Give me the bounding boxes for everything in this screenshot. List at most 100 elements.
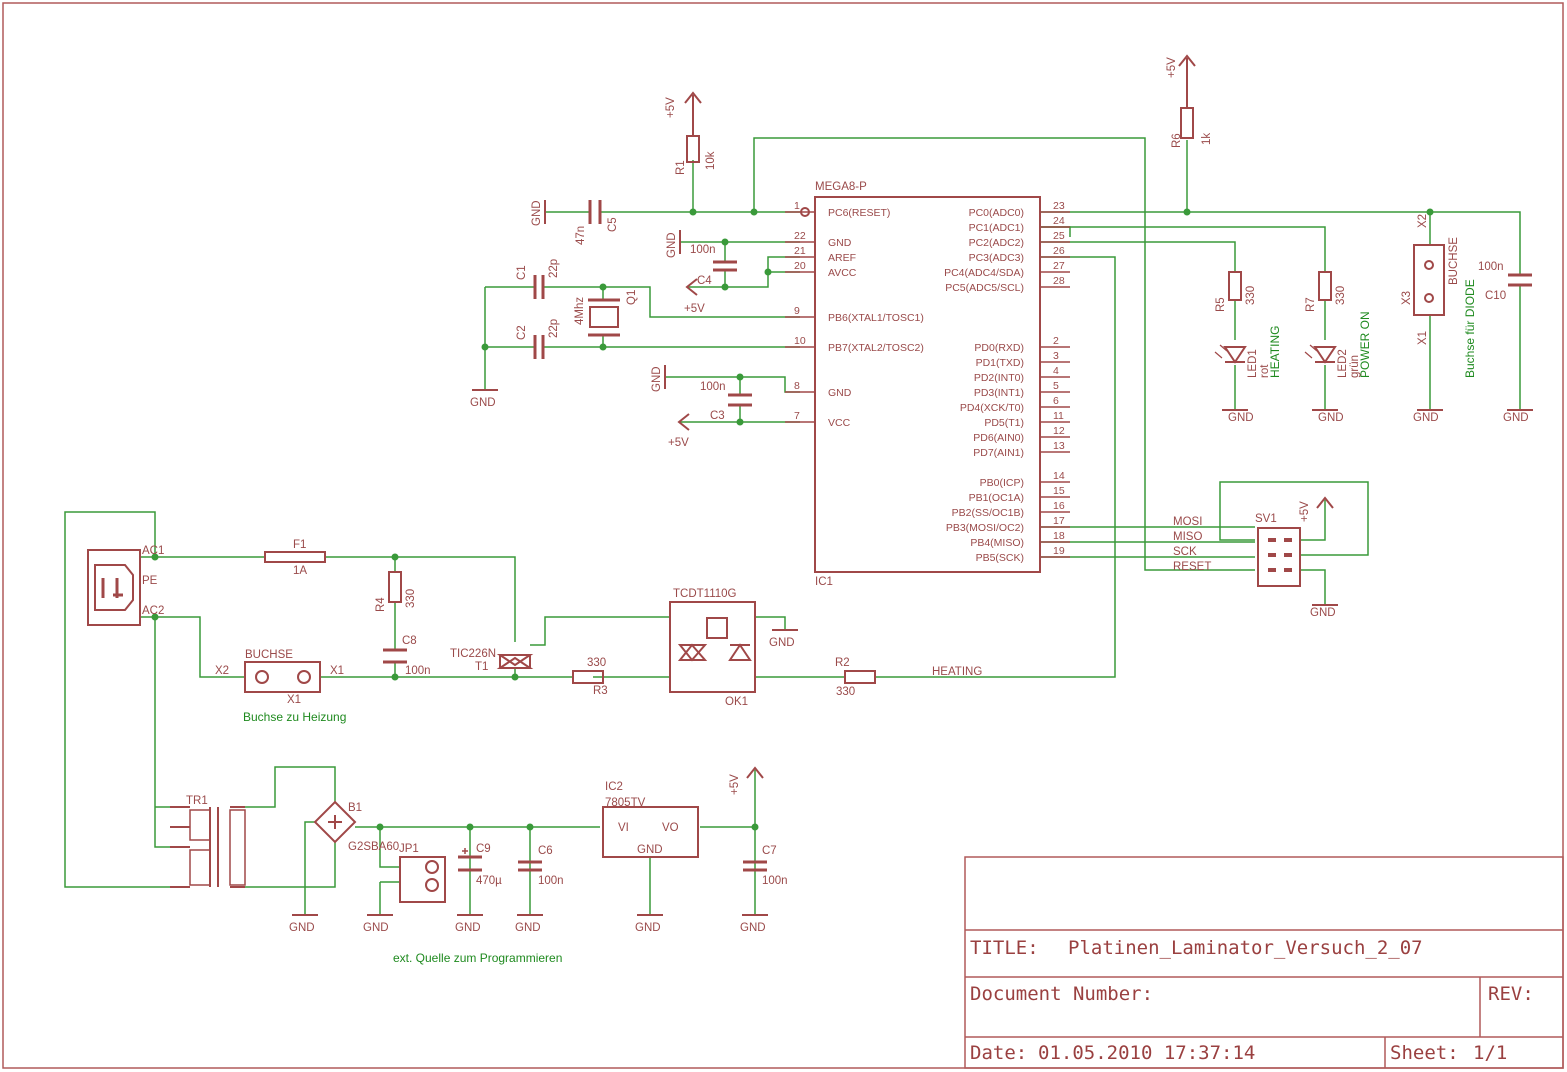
- svg-text:GND: GND: [637, 844, 663, 856]
- ic1-pin-name: PD1(TXD): [976, 357, 1024, 369]
- svg-text:X1: X1: [1417, 331, 1429, 345]
- svg-text:GND: GND: [1310, 607, 1336, 619]
- svg-text:+5V: +5V: [665, 97, 677, 118]
- ic1-pin-name: PD7(AIN1): [973, 447, 1024, 459]
- svg-text:JP1: JP1: [399, 843, 419, 855]
- svg-text:LED2: LED2: [1337, 349, 1349, 378]
- svg-text:ext. Quelle zum Programmieren: ext. Quelle zum Programmieren: [393, 951, 562, 965]
- svg-text:+5V: +5V: [1299, 501, 1311, 522]
- ic1-pin-number: 12: [1053, 425, 1065, 437]
- svg-text:SV1: SV1: [1255, 513, 1277, 525]
- svg-text:R4: R4: [375, 597, 387, 612]
- svg-text:GND: GND: [1413, 412, 1439, 424]
- drawing-title: Platinen_Laminator_Versuch_2_07: [1068, 937, 1423, 959]
- ic1-pin-name: PB2(SS/OC1B): [952, 507, 1024, 519]
- ic1-pin-number: 28: [1053, 275, 1065, 287]
- svg-text:REV:: REV:: [1488, 983, 1534, 1005]
- svg-text:C10: C10: [1485, 290, 1506, 302]
- svg-text:R7: R7: [1305, 297, 1317, 312]
- svg-text:R2: R2: [835, 657, 850, 669]
- svg-text:C3: C3: [710, 410, 725, 422]
- svg-text:GND: GND: [1503, 412, 1529, 424]
- svg-text:F1: F1: [293, 539, 306, 551]
- svg-text:GND: GND: [1228, 412, 1254, 424]
- ic1-pin-number: 15: [1053, 485, 1065, 497]
- svg-text:MOSI: MOSI: [1173, 516, 1202, 528]
- svg-text:100n: 100n: [762, 875, 788, 887]
- ic1-pin-name: PD2(INT0): [974, 372, 1024, 384]
- ic1-pin-name: PB6(XTAL1/TOSC1): [828, 312, 924, 324]
- svg-text:4Mhz: 4Mhz: [574, 297, 586, 325]
- ic1-pin-name: PC1(ADC1): [969, 222, 1024, 234]
- svg-text:Buchse für DIODE: Buchse für DIODE: [1463, 279, 1477, 378]
- svg-text:C8: C8: [402, 635, 417, 647]
- ic1-pin-number: 26: [1053, 245, 1065, 257]
- svg-text:1/1: 1/1: [1473, 1042, 1507, 1064]
- svg-text:X3: X3: [1401, 291, 1413, 305]
- ic1-labels: MEGA8-P IC1: [815, 181, 867, 588]
- svg-text:330: 330: [1245, 286, 1257, 305]
- svg-text:1A: 1A: [293, 565, 307, 577]
- svg-text:100n: 100n: [405, 665, 431, 677]
- svg-text:C4: C4: [697, 275, 712, 287]
- svg-text:330: 330: [1335, 286, 1347, 305]
- svg-text:GND: GND: [635, 922, 661, 934]
- svg-text:1k: 1k: [1201, 133, 1213, 145]
- svg-text:330: 330: [405, 589, 417, 608]
- svg-text:C5: C5: [607, 217, 619, 232]
- svg-text:BUCHSE: BUCHSE: [1448, 237, 1460, 285]
- svg-text:B1: B1: [348, 802, 362, 814]
- ic1-pin-number: 9: [794, 305, 800, 317]
- svg-text:C7: C7: [762, 845, 777, 857]
- ic1-pin-number: 18: [1053, 530, 1065, 542]
- ic1-pin-number: 24: [1053, 215, 1065, 227]
- ic1-pin-number: 5: [1053, 380, 1059, 392]
- ic1-pin-number: 14: [1053, 470, 1065, 482]
- ic1-pin-name: PC6(RESET): [828, 207, 890, 219]
- svg-text:HEATING: HEATING: [1268, 326, 1282, 378]
- ic1-pin-number: 7: [794, 410, 800, 422]
- ic1-pin-name: GND: [828, 237, 852, 249]
- ic1-pin-name: AREF: [828, 252, 856, 264]
- ic1-pin-number: 16: [1053, 500, 1065, 512]
- ic1-pin-name: PC5(ADC5/SCL): [945, 282, 1024, 294]
- svg-text:TR1: TR1: [186, 795, 208, 807]
- svg-text:HEATING: HEATING: [932, 666, 982, 678]
- junctions: [151, 208, 1434, 831]
- svg-text:22p: 22p: [548, 319, 560, 338]
- ic1-pin-number: 23: [1053, 200, 1065, 212]
- ic1-body: [814, 196, 1041, 573]
- svg-text:LED1: LED1: [1247, 349, 1259, 378]
- ic1-pin-number: 2: [1053, 335, 1059, 347]
- svg-text:C9: C9: [476, 843, 491, 855]
- ic1-pin-number: 19: [1053, 545, 1065, 557]
- svg-text:R3: R3: [593, 685, 608, 697]
- ic1-pin-name: PD3(INT1): [974, 387, 1024, 399]
- svg-text:100n: 100n: [690, 244, 716, 256]
- svg-text:Q1: Q1: [626, 290, 638, 305]
- svg-text:Buchse zu Heizung: Buchse zu Heizung: [243, 710, 346, 724]
- svg-text:VI: VI: [618, 822, 629, 834]
- svg-text:AC2: AC2: [142, 605, 164, 617]
- svg-text:C2: C2: [516, 325, 528, 340]
- ic1-pin-name: AVCC: [828, 267, 857, 279]
- ic1-pin-name: PC3(ADC3): [969, 252, 1024, 264]
- svg-text:+5V: +5V: [729, 774, 741, 795]
- ic1-pin-name: PB4(MISO): [970, 537, 1024, 549]
- wires: [64, 137, 1521, 915]
- svg-text:100n: 100n: [538, 875, 564, 887]
- svg-text:330: 330: [836, 686, 855, 698]
- svg-text:+5V: +5V: [684, 303, 705, 315]
- ic1-pin-number: 8: [794, 380, 800, 392]
- ic1-pin-name: PB3(MOSI/OC2): [946, 522, 1024, 534]
- svg-text:GND: GND: [666, 232, 678, 258]
- svg-text:Document Number:: Document Number:: [970, 983, 1153, 1005]
- svg-text:47n: 47n: [575, 226, 587, 245]
- ic1-pin-name: GND: [828, 387, 852, 399]
- svg-text:X1: X1: [330, 665, 344, 677]
- ic1-pin-number: 1: [794, 200, 800, 212]
- svg-text:GND: GND: [455, 922, 481, 934]
- ic1-pin-number: 3: [1053, 350, 1059, 362]
